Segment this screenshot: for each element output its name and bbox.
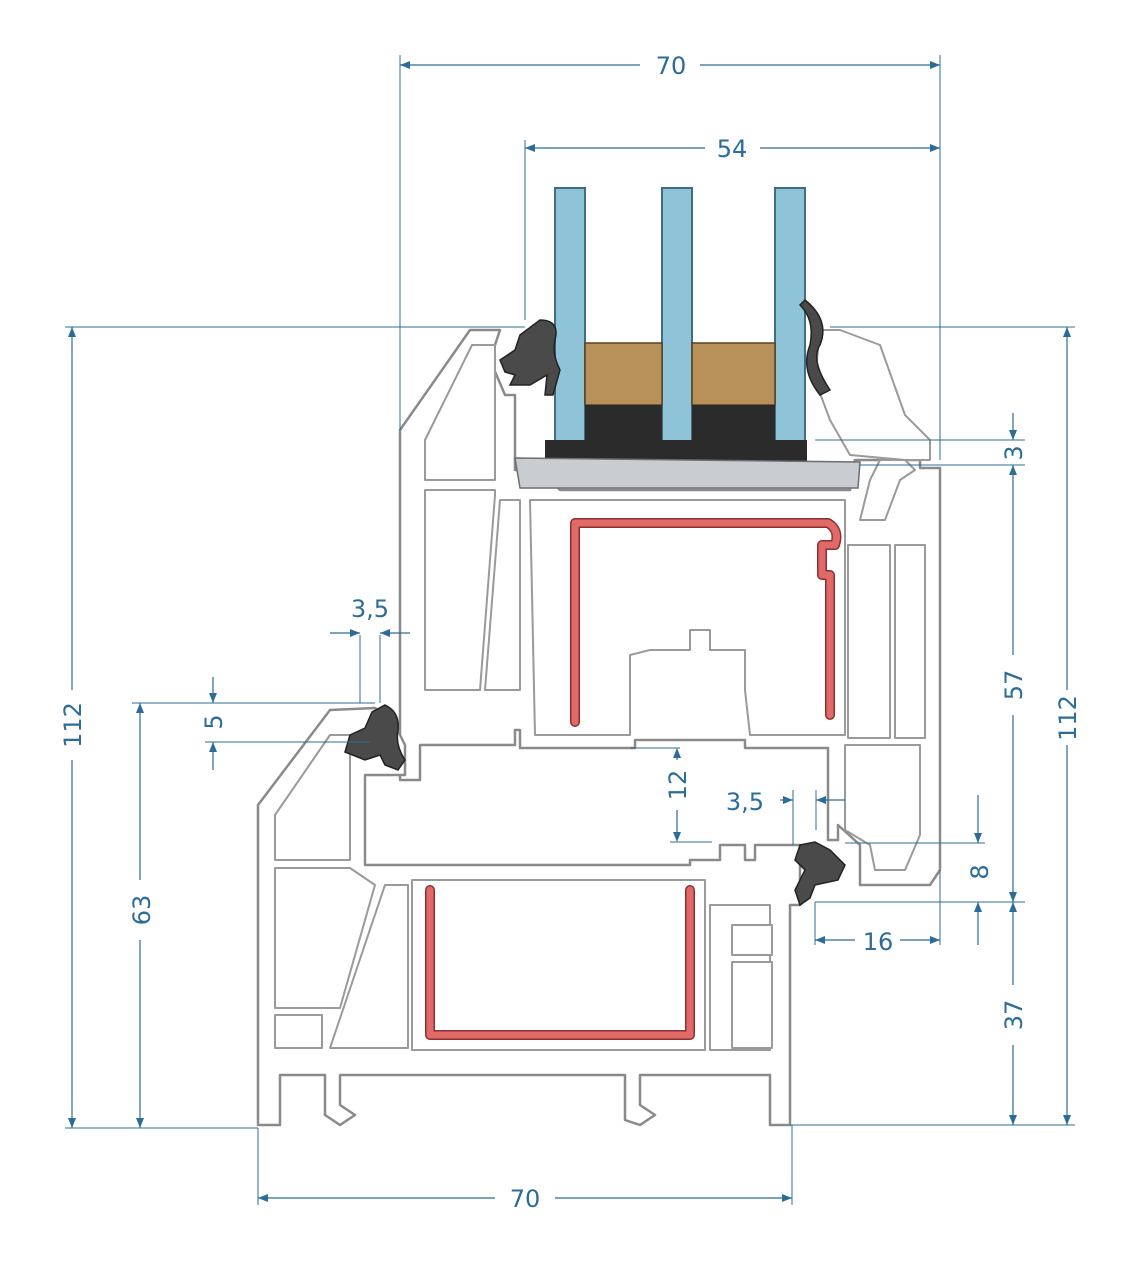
dimension-lines: 70 54 112 63 5 <box>59 52 1082 1213</box>
dim-step-3-5-right: 3,5 <box>726 788 764 816</box>
frame-inner-gasket <box>794 841 846 907</box>
dim-gap-8: 8 <box>966 864 994 879</box>
dim-frame-63: 63 <box>128 895 156 926</box>
dim-right-112: 112 <box>1054 695 1082 741</box>
frame-chamber-top-left <box>274 734 351 861</box>
sash-steel <box>571 519 840 726</box>
dim-rebate-37: 37 <box>1000 1000 1028 1031</box>
sash-chamber-diagonal <box>484 499 521 691</box>
sash-chamber-right-2 <box>894 544 926 739</box>
spacer-2 <box>691 342 776 406</box>
dim-gap-3: 3 <box>1000 445 1028 460</box>
frame-chamber-diagonal <box>329 884 409 1049</box>
dim-step-3-5-left: 3,5 <box>351 595 389 623</box>
sealant-2 <box>692 405 775 443</box>
frame-steel-chamber <box>411 879 706 1051</box>
glazing-unit <box>545 187 807 464</box>
frame-chamber-right-3 <box>731 961 773 1049</box>
dim-step-5: 5 <box>200 714 228 729</box>
dim-gap-12: 12 <box>664 770 692 801</box>
sash-profile <box>398 298 942 887</box>
dim-rebate-57: 57 <box>1000 670 1028 701</box>
glass-pane-1 <box>554 187 586 444</box>
outer-glazing-gasket <box>499 319 561 396</box>
dim-left-112: 112 <box>59 702 87 748</box>
sash-steel-chamber <box>529 499 846 736</box>
dim-glass-54: 54 <box>717 135 748 163</box>
inner-glazing-gasket <box>798 298 832 396</box>
frame-chamber-left <box>274 867 376 1009</box>
dim-top-70: 70 <box>656 52 687 80</box>
glazing-bead-right <box>814 329 931 521</box>
sash-chamber-left-lower <box>424 489 496 691</box>
frame-profile <box>256 704 846 1127</box>
sealant-1 <box>585 405 662 443</box>
frame-outer-gasket <box>344 704 406 771</box>
dim-bottom-70: 70 <box>510 1185 541 1213</box>
frame-chamber-left-small <box>274 1014 323 1049</box>
glass-pane-2 <box>661 187 693 444</box>
glazing-bead-insert <box>514 457 861 489</box>
sash-chamber-left <box>424 344 496 481</box>
sash-chamber-right-1 <box>847 544 891 739</box>
frame-steel <box>426 886 694 1039</box>
dim-offset-16: 16 <box>863 928 894 956</box>
spacer-1 <box>584 342 663 406</box>
glass-pane-3 <box>774 187 806 444</box>
sash-chamber-right-3 <box>844 744 921 871</box>
frame-chamber-right-2 <box>731 924 773 956</box>
